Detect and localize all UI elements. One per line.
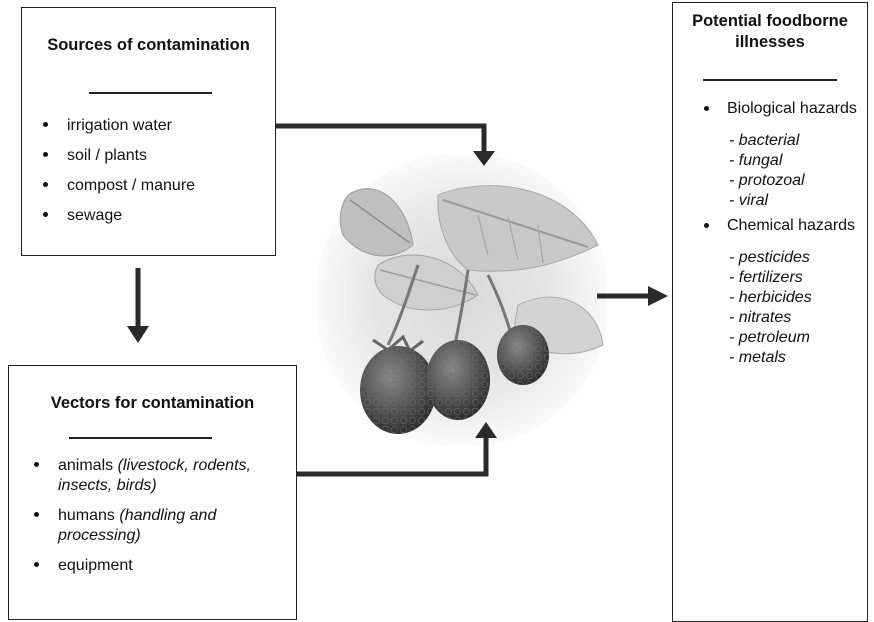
list-item: - viral	[729, 191, 857, 211]
list-item: animals (livestock, rodents, insects, bi…	[58, 456, 293, 496]
list-item: - petroleum	[729, 328, 857, 348]
bullet-icon	[704, 106, 709, 111]
list-item: sewage	[67, 206, 195, 226]
sources-title: Sources of contamination	[22, 35, 275, 56]
arrow-vectors-to-image	[297, 436, 486, 474]
list-item: humans (handling and processing)	[58, 506, 293, 546]
list-item: - fungal	[729, 151, 857, 171]
list-item: - pesticides	[729, 248, 857, 268]
list-item: equipment	[58, 556, 293, 576]
list-item: - protozoal	[729, 171, 857, 191]
arrow-sources-to-image-head	[473, 151, 495, 166]
illnesses-title-underline	[703, 79, 837, 81]
arrow-sources-to-image	[276, 126, 484, 152]
sources-title-underline	[89, 92, 212, 94]
bullet-icon	[704, 223, 709, 228]
list-item: - fertilizers	[729, 268, 857, 288]
list-item: compost / manure	[67, 176, 195, 196]
hazard-group-label: Chemical hazards	[727, 216, 857, 236]
vectors-list: animals (livestock, rodents, insects, bi…	[58, 456, 293, 586]
list-item: irrigation water	[67, 116, 195, 136]
vectors-box: Vectors for contamination animals (lives…	[8, 365, 297, 620]
list-item: - herbicides	[729, 288, 857, 308]
bullet-icon	[43, 212, 48, 217]
hazard-group-biological: Biological hazards - bacterial - fungal …	[727, 99, 857, 211]
illnesses-title: Potential foodborne illnesses	[673, 11, 867, 53]
list-item: - nitrates	[729, 308, 857, 328]
illnesses-box: Potential foodborne illnesses Biological…	[672, 2, 868, 622]
bullet-icon	[34, 462, 39, 467]
bullet-icon	[43, 122, 48, 127]
arrow-vectors-to-image-head	[475, 422, 497, 438]
list-item: soil / plants	[67, 146, 195, 166]
hazard-group-chemical: Chemical hazards - pesticides - fertiliz…	[727, 216, 857, 368]
vectors-title: Vectors for contamination	[9, 393, 296, 414]
bullet-icon	[43, 182, 48, 187]
list-item: - bacterial	[729, 131, 857, 151]
arrow-image-to-illnesses-head	[648, 286, 668, 306]
hazard-group-label: Biological hazards	[727, 99, 857, 119]
bullet-icon	[34, 512, 39, 517]
vectors-title-underline	[69, 437, 212, 439]
bullet-icon	[34, 562, 39, 567]
arrow-sources-to-vectors-head	[127, 326, 149, 343]
hazard-sublist: - bacterial - fungal - protozoal - viral	[729, 131, 857, 211]
sources-box: Sources of contamination irrigation wate…	[21, 7, 276, 256]
sources-list: irrigation water soil / plants compost /…	[67, 116, 195, 236]
hazard-sublist: - pesticides - fertilizers - herbicides …	[729, 248, 857, 368]
illnesses-list: Biological hazards - bacterial - fungal …	[727, 99, 857, 368]
list-item: - metals	[729, 348, 857, 368]
bullet-icon	[43, 152, 48, 157]
